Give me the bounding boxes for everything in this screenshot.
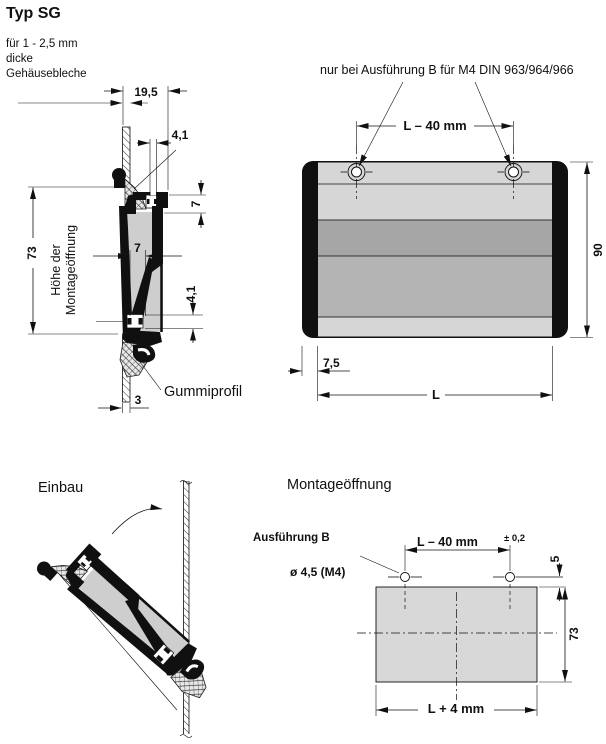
opening-height-label-2: Montageöffnung (64, 225, 78, 315)
page-title: Typ SG (6, 5, 61, 22)
dim-hole-bottom: 4,1 (184, 285, 198, 302)
dim-gap: 3 (135, 393, 142, 407)
dim-hole-top: 4,1 (172, 128, 189, 142)
panel-break-top (179, 480, 193, 484)
plate-note-line1: für 1 - 2,5 mm (6, 38, 78, 50)
variant-b-note: nur bei Ausführung B für M4 DIN 963/964/… (320, 63, 574, 77)
front-view: L – 40 mm 90 7,5 L (288, 81, 605, 402)
band-mid-lower (317, 256, 553, 317)
plate-note-line3: Gehäusebleche (6, 68, 87, 80)
dim-opening-height-2: 73 (567, 627, 581, 641)
band-mid-upper (317, 220, 553, 256)
plate-note-line2: dicke (6, 53, 33, 65)
cross-section-view: 19,5 4,1 7 73 Höhe der Montageöffnung 7 (18, 84, 242, 413)
rubber-profile-label: Gummiprofil (164, 384, 242, 400)
drill-hole-right (493, 572, 563, 609)
drill-hole-left (388, 572, 422, 609)
dim-opening-length: L + 4 mm (428, 701, 484, 716)
dim-hole-spacing: L – 40 mm (403, 118, 466, 133)
screw-hole-right (497, 145, 530, 199)
screw-hole-left (340, 145, 373, 199)
dim-flange-height: 7 (189, 200, 203, 207)
hole-diameter-label: ø 4,5 (M4) (290, 565, 345, 579)
einbau-heading: Einbau (38, 480, 83, 496)
panel-sheet (183, 480, 190, 737)
montage-heading: Montageöffnung (287, 477, 392, 493)
einbau-view: Einbau (32, 474, 229, 742)
dim-protrusion: 19,5 (134, 85, 158, 99)
dim-opening-height: 73 (25, 246, 39, 260)
dim-hole-spacing-opening: L – 40 mm (417, 535, 478, 549)
dim-tolerance: ± 0,2 (504, 533, 525, 544)
montage-view: Montageöffnung Ausführung B ø 4,5 (M4) L… (253, 477, 581, 716)
opening-height-label-1: Höhe der (49, 244, 63, 295)
band-bottom (317, 317, 553, 337)
dim-cap-width: 7,5 (323, 356, 340, 370)
dim-channel-width: 7 (134, 241, 141, 255)
rotation-arrow (111, 504, 163, 535)
dim-handle-height: 90 (591, 243, 605, 257)
panel-break-bottom (179, 734, 193, 738)
dim-length: L (432, 387, 440, 402)
variant-label: Ausführung B (253, 532, 330, 544)
tilted-profile (32, 525, 229, 711)
dim-edge-distance: 5 (548, 555, 562, 562)
